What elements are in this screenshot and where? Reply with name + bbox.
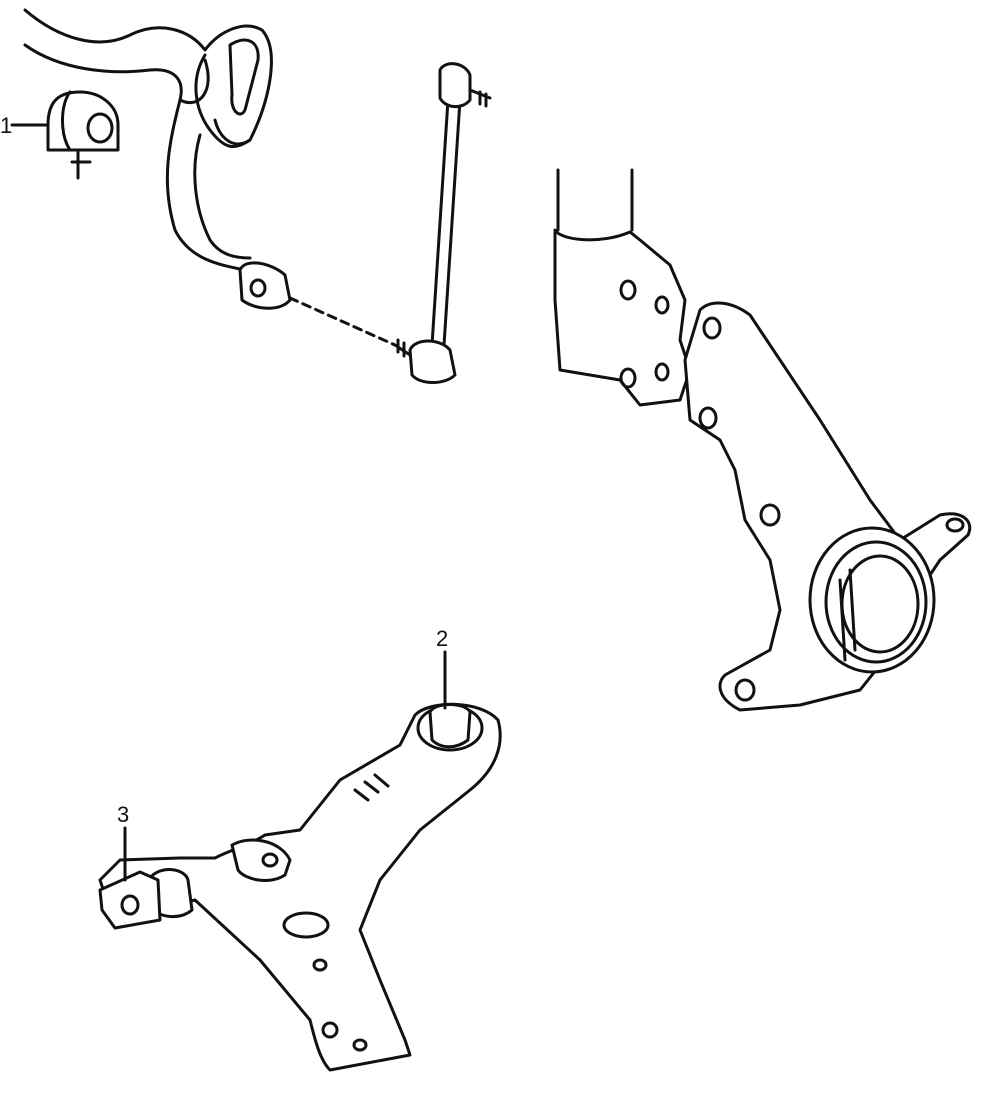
- stabilizer-bar: [23, 8, 292, 310]
- stabilizer-link: [288, 62, 492, 384]
- steering-knuckle: [683, 301, 972, 712]
- lower-control-arm: 2 3: [98, 626, 502, 1072]
- callout-label-2: 2: [436, 626, 448, 651]
- stabilizer-bushing: 1: [0, 90, 120, 180]
- strut-bracket: [553, 168, 692, 407]
- callout-label-3: 3: [117, 802, 129, 827]
- callout-label-1: 1: [0, 113, 12, 138]
